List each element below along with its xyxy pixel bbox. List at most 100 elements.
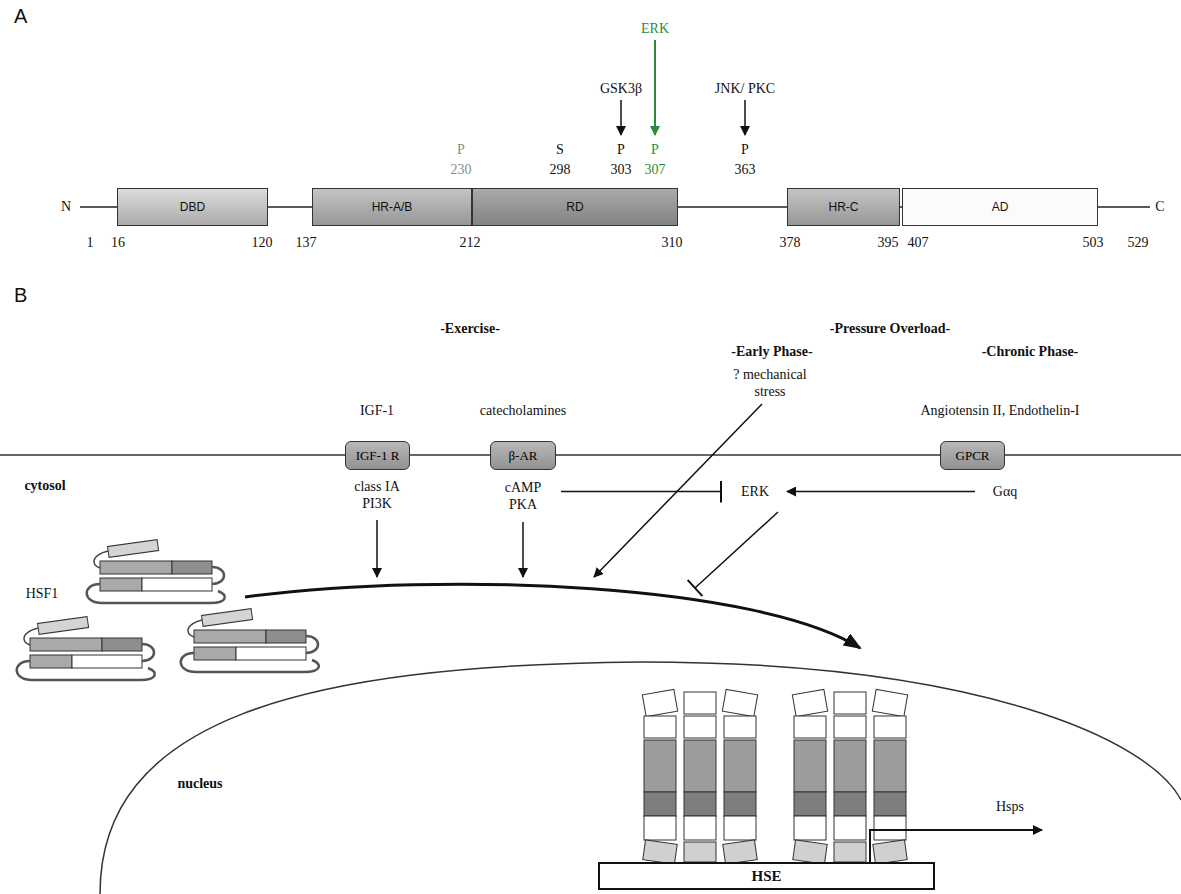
text-label: P [651,142,659,157]
text-label: 395 [878,235,899,250]
text-label: JNK/ PKC [715,81,775,96]
domain-box: HR-C [787,188,900,226]
nuclear-envelope [100,662,1181,894]
label-slot: cytosol [24,477,65,494]
signal-arrow [376,520,378,577]
text-label: 310 [662,235,683,250]
receptor-box: IGF-1 R [345,441,410,470]
label-slot: GSK3β [600,80,642,97]
domain-box: HR-A/B [312,188,472,226]
text-label: IGF-1 [360,403,394,418]
domain-box: RD [472,188,678,226]
label-slot: 16 [111,234,125,251]
text-label: 120 [252,235,273,250]
node-text: Gαq [993,483,1017,500]
label-slot: 503 [1083,234,1104,251]
label-slot: 407 [908,234,929,251]
label-slot: ? mechanical stress [723,366,818,400]
text-label: nucleus [177,776,222,791]
label-slot: IGF-1 [360,402,394,419]
label-slot: P [651,141,659,158]
label-slot: Hsps [996,798,1024,815]
text-label: cytosol [24,478,65,493]
text-label: 298 [550,162,571,177]
hsf1-trimer [792,689,907,864]
text-label: 137 [296,235,317,250]
node-text: AD [992,200,1009,214]
text-label: 16 [111,235,125,250]
label-slot: 529 [1128,234,1149,251]
text-label: 230 [451,162,472,177]
label-slot: B [14,283,27,307]
domain-box: AD [902,188,1098,226]
label-slot: Angiotensin II, Endothelin-I [920,402,1079,419]
label-slot: P [617,141,625,158]
signal-arrow [594,404,762,577]
node-text: HR-C [829,200,859,214]
text-label: 529 [1128,235,1149,250]
text-label: P [741,142,749,157]
label-slot: 298 [550,161,571,178]
node-text: β-AR [508,448,537,464]
label-slot: nucleus [177,775,222,792]
label-slot: 230 [451,161,472,178]
label-slot: 310 [662,234,683,251]
inhibition-line [695,512,778,588]
text-label: -Early Phase- [731,344,812,359]
text-label: 303 [611,162,632,177]
kinase-arrow [620,100,622,135]
text-label: GSK3β [600,81,642,96]
label-slot: -Exercise- [440,320,500,337]
label-slot: 303 [611,161,632,178]
label-slot: 1 [87,234,94,251]
label-slot: N [61,198,71,215]
receptor-box: GPCR [940,441,1005,470]
text-label: P [617,142,625,157]
text-label: A [14,5,27,27]
text-label: 363 [735,162,756,177]
label-slot: JNK/ PKC [715,80,775,97]
kinase-arrow [744,100,746,135]
kinase-arrow [654,40,656,135]
label-slot: S [556,141,564,158]
label-slot: 212 [460,234,481,251]
text-label: -Pressure Overload- [830,321,950,336]
label-slot: -Chronic Phase- [982,343,1079,360]
node-text: RD [566,200,583,214]
translocation-arrow [245,584,860,648]
text-label: ERK [641,21,669,36]
label-slot: 395 [878,234,899,251]
text-label: S [556,142,564,157]
text-label: Angiotensin II, Endothelin-I [920,403,1079,418]
node-text: ERK [741,483,769,500]
label-slot: class IA PI3K [346,478,408,512]
label-slot: A [14,4,27,28]
text-label: Hsps [996,799,1024,814]
label-slot: HSF1 [26,585,59,602]
text-label: C [1155,199,1164,214]
text-label: 307 [645,162,666,177]
signal-arrow [522,522,524,577]
text-label: ? mechanical stress [733,367,806,399]
label-slot: -Early Phase- [731,343,812,360]
node-text: DBD [180,200,205,214]
inhibition-connector [561,491,721,493]
text-label: 212 [460,235,481,250]
label-slot: ERK [641,20,669,37]
signal-node: ERK [733,482,777,501]
label-slot: P [741,141,749,158]
signal-node: cAMP PKA [495,478,551,514]
label-slot: 137 [296,234,317,251]
label-slot: C [1155,198,1164,215]
label-slot: P [457,141,465,158]
node-text: IGF-1 R [356,448,400,464]
text-label: -Exercise- [440,321,500,336]
label-slot: 378 [780,234,801,251]
signal-node: Gαq [983,482,1027,501]
text-label: -Chronic Phase- [982,344,1079,359]
text-label: N [61,199,71,214]
hsf1-monomer [87,540,225,603]
text-label: P [457,142,465,157]
domain-box: DBD [117,188,268,226]
node-text: HSE [751,868,781,885]
